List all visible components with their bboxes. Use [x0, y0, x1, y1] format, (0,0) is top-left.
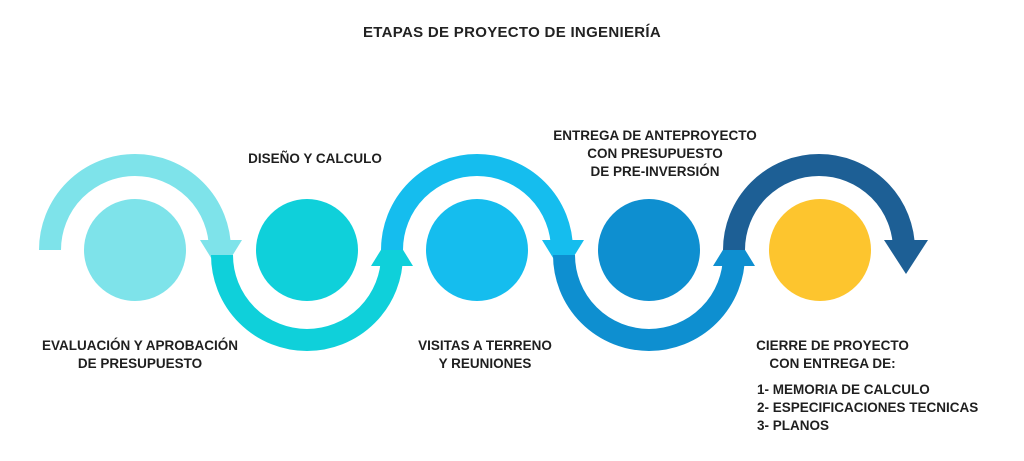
stage-label-2: DISEÑO Y CALCULO: [225, 150, 405, 168]
stage-label-1: EVALUACIÓN Y APROBACIÓN DE PRESUPUESTO: [35, 337, 245, 373]
stage-label-3: VISITAS A TERRENO Y REUNIONES: [400, 337, 570, 373]
stage-circle-3: [426, 199, 528, 301]
flow-arc-3: [381, 154, 573, 251]
stage-label-5-line-2: CON ENTREGA DE:: [769, 356, 896, 371]
deliverables-list: 1- MEMORIA DE CALCULO 2- ESPECIFICACIONE…: [757, 381, 997, 435]
flow-arc-2: [211, 254, 403, 351]
flow-arrowhead-5: [884, 240, 928, 274]
flow-arc-4: [553, 254, 745, 351]
stage-circle-2: [256, 199, 358, 301]
stage-label-4-line-1: ENTREGA DE ANTEPROYECTO: [553, 128, 757, 143]
stage-label-4: ENTREGA DE ANTEPROYECTO CON PRESUPUESTO …: [540, 127, 770, 181]
flow-arc-5: [723, 154, 915, 251]
page-title: ETAPAS DE PROYECTO DE INGENIERÍA: [363, 24, 661, 41]
stage-label-3-line-1: VISITAS A TERRENO: [418, 338, 552, 353]
flow-arc-1: [39, 154, 231, 251]
stage-label-3-line-2: Y REUNIONES: [438, 356, 532, 371]
stage-label-2-line-1: DISEÑO Y CALCULO: [248, 151, 382, 166]
stage-circle-4: [598, 199, 700, 301]
stage-label-5: CIERRE DE PROYECTO CON ENTREGA DE:: [745, 337, 920, 373]
stage-label-1-line-1: EVALUACIÓN Y APROBACIÓN: [41, 338, 239, 353]
list-item: 2- ESPECIFICACIONES TECNICAS: [757, 400, 979, 415]
stage-label-1-line-2: DE PRESUPUESTO: [77, 356, 203, 371]
stage-label-5-line-1: CIERRE DE PROYECTO: [756, 338, 909, 353]
stage-label-4-line-3: DE PRE-INVERSIÓN: [590, 164, 720, 179]
stage-circle-5: [769, 199, 871, 301]
stage-circle-1: [84, 199, 186, 301]
list-item: 1- MEMORIA DE CALCULO: [757, 382, 930, 397]
stage-label-4-line-2: CON PRESUPUESTO: [587, 146, 723, 161]
list-item: 3- PLANOS: [757, 418, 830, 433]
